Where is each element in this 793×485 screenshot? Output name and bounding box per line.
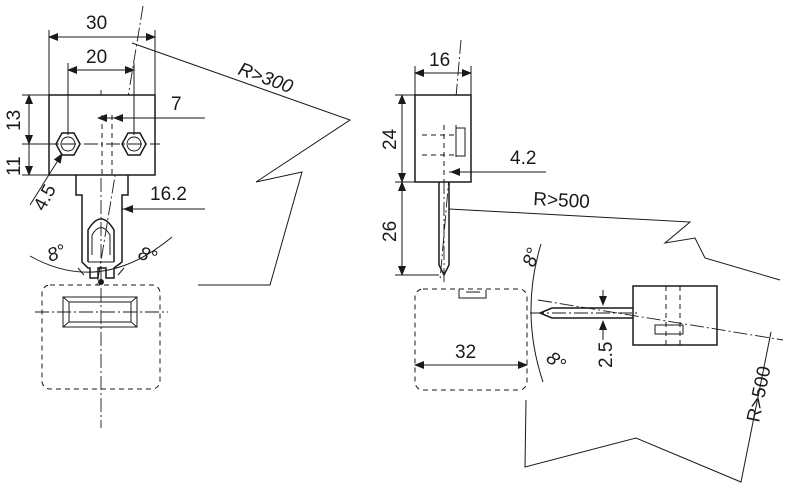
dim-16: 16	[414, 50, 472, 95]
dim-2-5-label: 2.5	[596, 342, 617, 368]
dim-2-5: 2.5	[596, 290, 620, 368]
right-head-notch	[455, 127, 466, 157]
dim-11-label: 11	[4, 156, 25, 176]
radius-500-top-leader: R>500	[448, 189, 781, 281]
dim-32-label: 32	[455, 342, 476, 363]
arc-tick-right	[117, 267, 125, 276]
angle-b2-label: 8°	[542, 348, 570, 376]
dim-16-label: 16	[429, 50, 450, 71]
dim-13-11: 13 11	[4, 94, 56, 176]
dim-26-label: 26	[380, 221, 401, 242]
slot-chamfer-3	[62, 321, 70, 328]
slot-chamfer-4	[130, 321, 138, 328]
housing-slot-inner	[68, 301, 132, 323]
dim-7: 7	[97, 94, 205, 122]
side-head-notch	[654, 324, 684, 335]
dim-16-2: 16.2	[122, 184, 205, 213]
dim-32: 32	[414, 342, 528, 369]
right-view: 16 24 26 4.2 R>500 32	[380, 39, 784, 483]
side-head-body	[632, 285, 718, 346]
dim-4-5-label: 4.5	[30, 181, 61, 214]
left-view: 30 20 7 13 11 4.5	[4, 5, 352, 428]
angle-right-label: 8°	[135, 243, 160, 269]
radius-300-leader: R>300	[131, 42, 352, 286]
side-slant-centerline	[537, 299, 784, 341]
angle-left-label: 8°	[45, 241, 70, 267]
dim-16-2-label: 16.2	[150, 184, 187, 205]
actuator-key-slot	[87, 218, 115, 262]
side-head-hidden	[665, 286, 681, 345]
right-housing-notch	[458, 289, 487, 299]
dim-30-label: 30	[86, 13, 107, 34]
right-housing	[414, 288, 528, 391]
left-swing-arc	[29, 236, 173, 273]
slot-chamfer-1	[62, 296, 70, 303]
actuator-key-inner	[91, 227, 111, 255]
radius-500-side-label: R>500	[743, 364, 775, 424]
slot-chamfer-2	[130, 296, 138, 303]
dim-7-label: 7	[171, 94, 182, 115]
dim-24-26: 24 26	[380, 94, 439, 276]
left-housing	[41, 284, 161, 390]
dim-20-label: 20	[86, 47, 107, 68]
dim-13-label: 13	[4, 110, 25, 131]
radius-500-top-label: R>500	[533, 189, 591, 213]
right-swing-arc	[530, 243, 544, 383]
angle-b1-label: 8°	[519, 245, 545, 270]
radius-300-label: R>300	[235, 59, 296, 98]
right-head-body	[414, 94, 472, 183]
dim-24-label: 24	[380, 128, 401, 150]
dim-4-2-label: 4.2	[510, 148, 536, 169]
dim-30: 30	[48, 13, 156, 95]
dim-20: 20	[67, 47, 135, 135]
actuator-key	[75, 175, 129, 279]
dim-4-2: 4.2	[449, 148, 546, 176]
arc-tick-left	[77, 267, 85, 276]
pivot-point	[98, 279, 104, 285]
head-hidden-lines	[101, 115, 113, 175]
